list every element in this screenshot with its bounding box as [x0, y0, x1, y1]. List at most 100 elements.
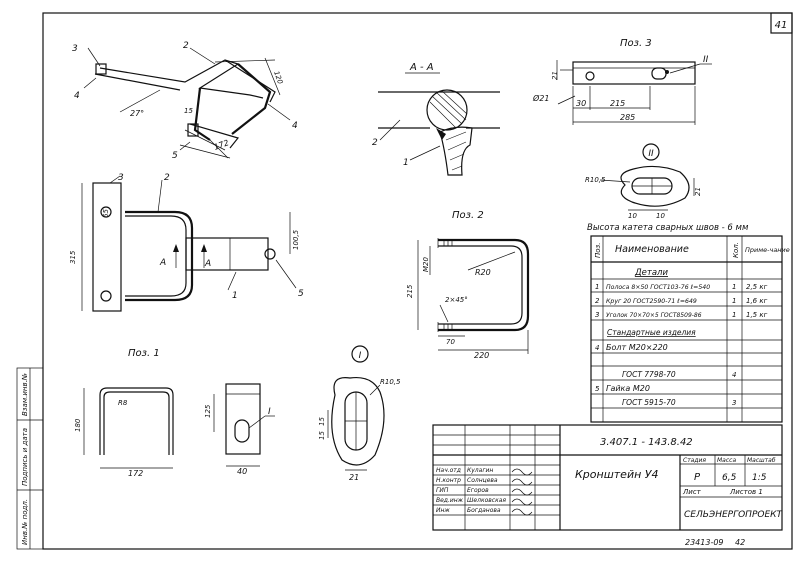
side-stamp-replace: Взам.инв.№	[21, 373, 29, 416]
spec-row5-name: ГОСТ 7798-70	[622, 370, 676, 379]
spec-row2-name: Круг 20 ГОСТ2590-71 ℓ=649	[606, 298, 697, 305]
signatures	[511, 468, 533, 516]
callout-4-iso: 4	[74, 91, 80, 101]
sheet-number: 41	[775, 20, 788, 31]
stamp-role-2: Н.контр	[436, 477, 461, 484]
dim-27-angle: 27°	[130, 109, 144, 118]
dim-100-5: 100,5	[292, 229, 300, 250]
spec-row5-qty: 4	[732, 371, 736, 379]
spec-row6-name: Гайка М20	[606, 384, 650, 393]
sheet-label: Лист	[682, 488, 702, 496]
section-a-a: А - А 2 1	[372, 62, 500, 176]
dim-215-pos2: 215	[406, 284, 414, 298]
sheets-label: Листов 1	[729, 488, 763, 496]
dim-120: 120	[272, 70, 284, 86]
arrow-a-right: А	[204, 259, 211, 269]
drawing-title: Кронштейн У4	[575, 468, 659, 481]
dim-180: 180	[74, 418, 82, 432]
side-stamp: Инв.№ подл. Подпись и дата Взам.инв.№	[16, 367, 44, 550]
mass-value: 6,5	[722, 473, 737, 483]
spec-section-std: Стандартные изделия	[607, 328, 696, 337]
spec-header-name: Наименование	[615, 244, 689, 255]
dim-215-pos3: 215	[610, 99, 625, 108]
stamp-name-3: Егоров	[467, 487, 489, 494]
dim-125: 125	[204, 404, 212, 418]
dim-r105-d1: R10,5	[380, 378, 401, 386]
weld-note: Высота катета сварных швов - 6 мм	[587, 223, 749, 233]
dim-172-pos1: 172	[128, 469, 143, 478]
front-view: А А 315 65 100,5 3 2 1 5	[69, 173, 304, 312]
pos1-view: Поз. 1 R8 180 172 125 40 I	[74, 348, 275, 478]
spec-row1-name: Полоса 8×50 ГОСТ103-76 ℓ=540	[606, 284, 710, 291]
spec-section-details: Детали	[634, 268, 668, 278]
detail-2-label: II	[648, 149, 654, 159]
side-stamp-sign: Подпись и дата	[21, 428, 29, 486]
dim-15b: 15	[318, 417, 326, 426]
section-a-a-label: А - А	[409, 62, 434, 73]
arrow-a-left: А	[159, 258, 166, 268]
org-name: СЕЛЬЭНЕРГОПРОЕКТ	[684, 510, 784, 520]
spec-row2-pos: 2	[595, 297, 600, 305]
spec-header-pos: Поз.	[594, 243, 602, 259]
spec-row3-note: 1,5 кг	[746, 311, 768, 319]
spec-row6-pos: 5	[595, 385, 600, 393]
callout-1-section: 1	[403, 158, 409, 168]
stage-value: Р	[694, 472, 701, 483]
spec-row3-pos: 3	[595, 311, 599, 319]
callout-1-front: 1	[232, 291, 238, 301]
drawing-code: 3.407.1 - 143.8.42	[600, 437, 693, 448]
callout-3-iso: 3	[72, 44, 78, 54]
dim-r20: R20	[475, 268, 491, 277]
stamp-name-4: Шелковская	[467, 497, 506, 504]
spec-row4-name: Болт М20×220	[606, 343, 668, 352]
spec-row2-note: 1,6 кг	[746, 297, 768, 305]
spec-header-note: Приме-чание	[745, 246, 790, 254]
spec-table: Поз. Наименование Кол. Приме-чание Детал…	[590, 235, 790, 423]
stamp-name-1: Кулагин	[467, 467, 493, 474]
dim-285: 285	[620, 113, 635, 122]
callout-3-front: 3	[118, 173, 124, 183]
dim-65: 65	[102, 209, 110, 218]
stamp-name-2: Солнцева	[467, 477, 498, 484]
title-block: 3.407.1 - 143.8.42 Кронштейн У4 Стадия М…	[432, 424, 784, 531]
spec-row1-note: 2,5 кг	[746, 283, 768, 291]
dim-21-d2: 21	[694, 187, 702, 196]
spec-row4-pos: 4	[595, 344, 599, 352]
dim-21-d1: 21	[349, 473, 359, 482]
stamp-role-3: ГИП	[436, 487, 449, 494]
dim-30: 30	[576, 99, 586, 108]
callout-5-iso: 5	[172, 151, 178, 161]
spec-row2-qty: 1	[732, 297, 736, 305]
dim-220: 220	[474, 351, 489, 360]
callout-2-front: 2	[164, 173, 170, 183]
scale-label: Масштаб	[747, 457, 776, 464]
dim-21-pos3: 21	[551, 71, 559, 80]
dim-10b: 10	[656, 212, 665, 220]
spec-row7-name: ГОСТ 5915-70	[622, 398, 676, 407]
dim-m20: М20	[422, 257, 430, 272]
pos2-view: Поз. 2 215 М20 R20 2×45° 70 220	[406, 210, 530, 360]
detail-1-label: I	[359, 351, 362, 361]
dim-r8: R8	[118, 399, 128, 407]
dim-phi21: Ø21	[532, 93, 549, 103]
spec-row3-name: Уголок 70×70×5 ГОСТ8509-86	[606, 312, 702, 319]
dim-315: 315	[69, 250, 77, 264]
side-stamp-inv: Инв.№ подл.	[21, 499, 29, 545]
detail-2-ref: II	[703, 55, 709, 65]
scale-value: 1:5	[752, 473, 767, 483]
stamp-role-4: Вед.инж	[436, 497, 464, 504]
detail-2: II R10,5 21 10 10	[585, 143, 702, 220]
pos1-label: Поз. 1	[128, 348, 160, 359]
dim-15c: 15	[318, 431, 326, 440]
stage-label: Стадия	[683, 457, 706, 464]
sheet-number-box	[770, 12, 793, 34]
dim-172-iso: 172	[213, 138, 230, 152]
callout-2-section: 2	[372, 138, 378, 148]
dim-40: 40	[237, 467, 247, 476]
callout-4b-iso: 4	[292, 121, 298, 131]
spec-row1-qty: 1	[732, 283, 736, 291]
pos2-label: Поз. 2	[452, 210, 484, 221]
stamp-role-1: Нач.отд	[436, 467, 461, 474]
callout-2-iso: 2	[183, 41, 189, 51]
